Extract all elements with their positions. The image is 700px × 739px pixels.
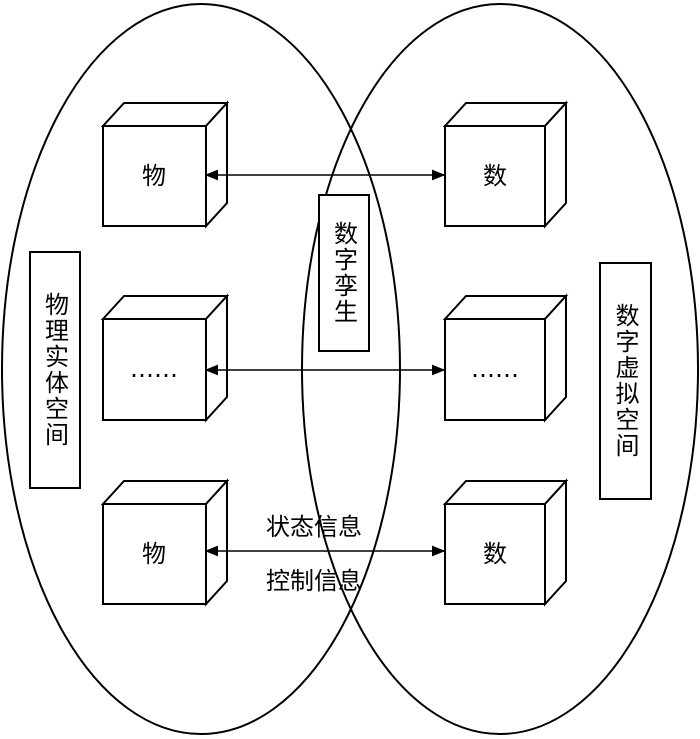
virtual-space-label: 数字虚拟空间 [611,303,639,459]
cube-physical-1 [100,100,230,229]
state-info-label: 状态信息 [266,513,362,541]
cube-digital-2-label: …… [471,355,519,383]
cube-digital-1-label: 数 [483,162,507,190]
twin-label-box: 数字孪生 [318,194,370,352]
virtual-space-label-box: 数字虚拟空间 [599,262,652,500]
cube-digital-1 [442,100,569,229]
twin-label: 数字孪生 [329,221,358,325]
cube-digital-3-label: 数 [483,540,507,568]
cube-digital-2 [442,293,569,423]
cube-physical-3-label: 物 [142,540,166,568]
cube-physical-2 [100,293,230,423]
physical-space-label: 物理实体空间 [40,292,69,448]
control-info-label: 控制信息 [266,567,362,595]
cube-digital-3 [442,478,569,607]
cube-physical-1-label: 物 [142,162,166,190]
cube-physical-2-label: …… [130,355,178,383]
physical-space-label-box: 物理实体空间 [29,251,81,489]
